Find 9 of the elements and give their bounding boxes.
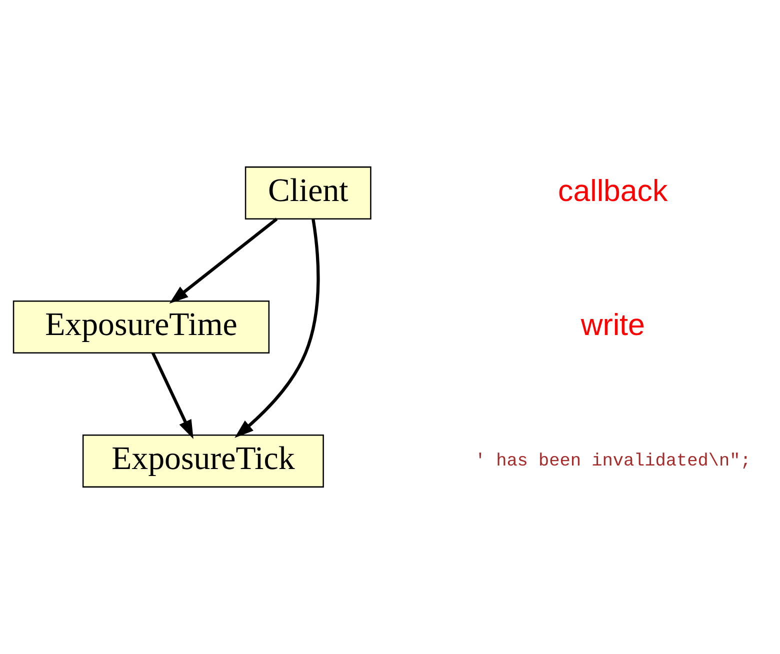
label: ' has been invalidated\n"; — [474, 452, 751, 472]
arrow — [234, 218, 320, 438]
label: callback — [558, 174, 668, 208]
node-box: Client — [244, 166, 372, 220]
node-box: ExposureTime — [12, 300, 270, 354]
node-box: ExposureTick — [82, 434, 324, 488]
arrow — [151, 352, 194, 439]
arrow — [169, 218, 278, 304]
label: write — [580, 308, 645, 342]
